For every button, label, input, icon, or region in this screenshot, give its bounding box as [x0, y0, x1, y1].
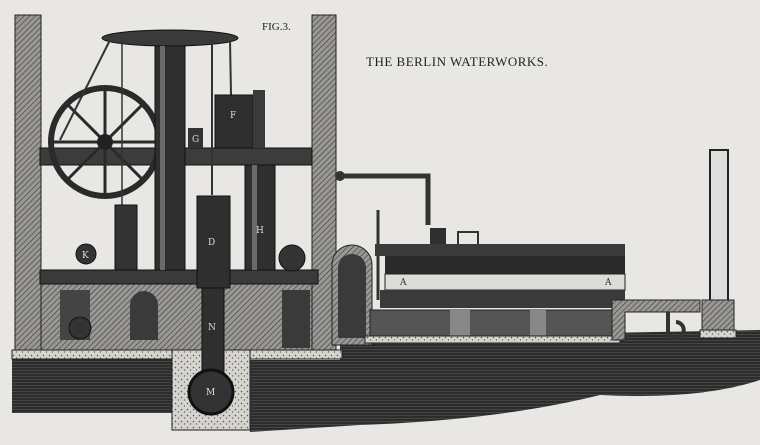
- figure-label: FIG.3.: [262, 21, 291, 33]
- small-pump: [114, 204, 138, 271]
- ground-section: [250, 330, 760, 432]
- pipe-end: [68, 316, 92, 340]
- chamber-m: [187, 368, 235, 416]
- left-ground: [12, 358, 172, 413]
- flue: [611, 299, 701, 341]
- column-h: [244, 164, 276, 271]
- outlet-pipe: [278, 244, 306, 272]
- valve-g: [188, 128, 203, 148]
- label-a-right: A: [604, 278, 612, 288]
- label-m: M: [206, 388, 215, 398]
- engine-floor: [39, 269, 319, 285]
- flywheel: [48, 85, 162, 199]
- label-g: G: [192, 135, 199, 145]
- left-wall: [14, 14, 42, 356]
- feed-pipe: [340, 173, 431, 225]
- boiler: [364, 244, 626, 344]
- label-f: F: [230, 111, 236, 121]
- gauge-k: [75, 243, 97, 265]
- foundation-arch: [130, 291, 158, 340]
- label-h: H: [256, 226, 264, 236]
- label-n: N: [208, 323, 216, 333]
- title: THE BERLIN WATERWORKS.: [366, 54, 548, 69]
- chimney: [709, 149, 729, 303]
- valve-box: [457, 231, 479, 247]
- cylinder-f: [214, 94, 254, 149]
- foundation-block: [282, 290, 310, 348]
- label-a-left: A: [399, 278, 407, 288]
- pump-d: [196, 195, 231, 289]
- label-d: D: [208, 238, 215, 248]
- main-column: [154, 45, 186, 271]
- label-k: K: [82, 251, 89, 261]
